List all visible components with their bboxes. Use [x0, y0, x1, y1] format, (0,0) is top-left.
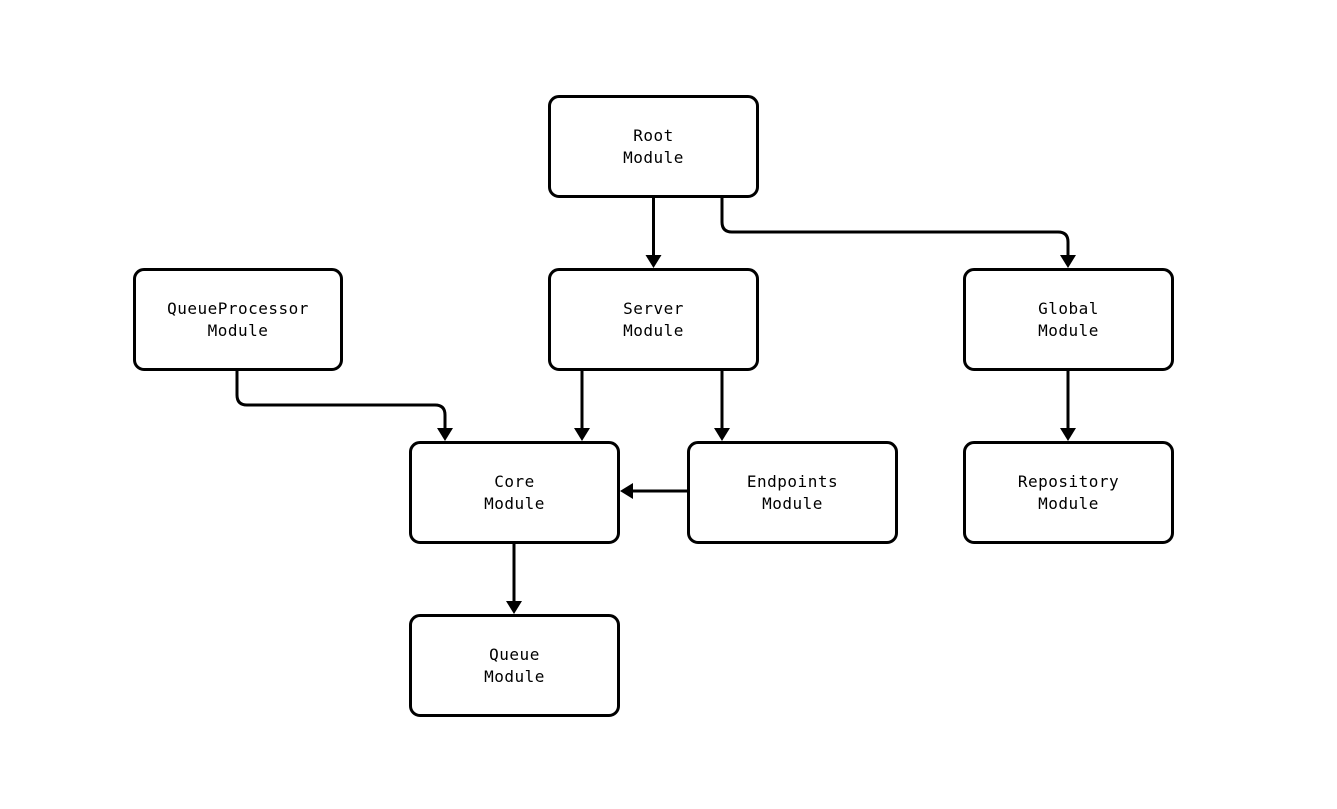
node-label-suffix: Module	[623, 320, 684, 340]
arrowhead-core-to-queue	[506, 601, 522, 614]
arrowhead-queueprocessor-to-core	[437, 428, 453, 441]
node-label-suffix: Module	[484, 493, 545, 513]
node-label-suffix: Module	[484, 666, 545, 686]
node-label-suffix: Module	[623, 147, 684, 167]
arrowhead-global-to-repository	[1060, 428, 1076, 441]
node-label-name: QueueProcessor	[167, 298, 309, 318]
node-label-name: Repository	[1017, 471, 1120, 491]
node-label-name: Core	[494, 471, 535, 491]
arrowhead-server-to-endpoints	[714, 428, 730, 441]
node-label-name: Queue	[489, 644, 540, 664]
node-label-suffix: Module	[207, 320, 269, 340]
node-label-name: Server	[623, 298, 684, 318]
node-label-name: Global	[1038, 298, 1099, 318]
node-label-name: Root	[633, 125, 674, 145]
node-label-suffix: Module	[1038, 493, 1099, 513]
arrowhead-endpoints-to-core	[620, 483, 633, 499]
node-label-name: Endpoints	[746, 471, 839, 491]
edge-root-to-global	[720, 198, 1070, 256]
arrowhead-root-to-global	[1060, 255, 1076, 268]
arrowhead-server-to-core	[574, 428, 590, 441]
edge-queueprocessor-to-core	[235, 371, 447, 429]
arrowhead-root-to-server	[645, 255, 662, 268]
node-label-suffix: Module	[762, 493, 823, 513]
node-label-suffix: Module	[1038, 320, 1099, 340]
